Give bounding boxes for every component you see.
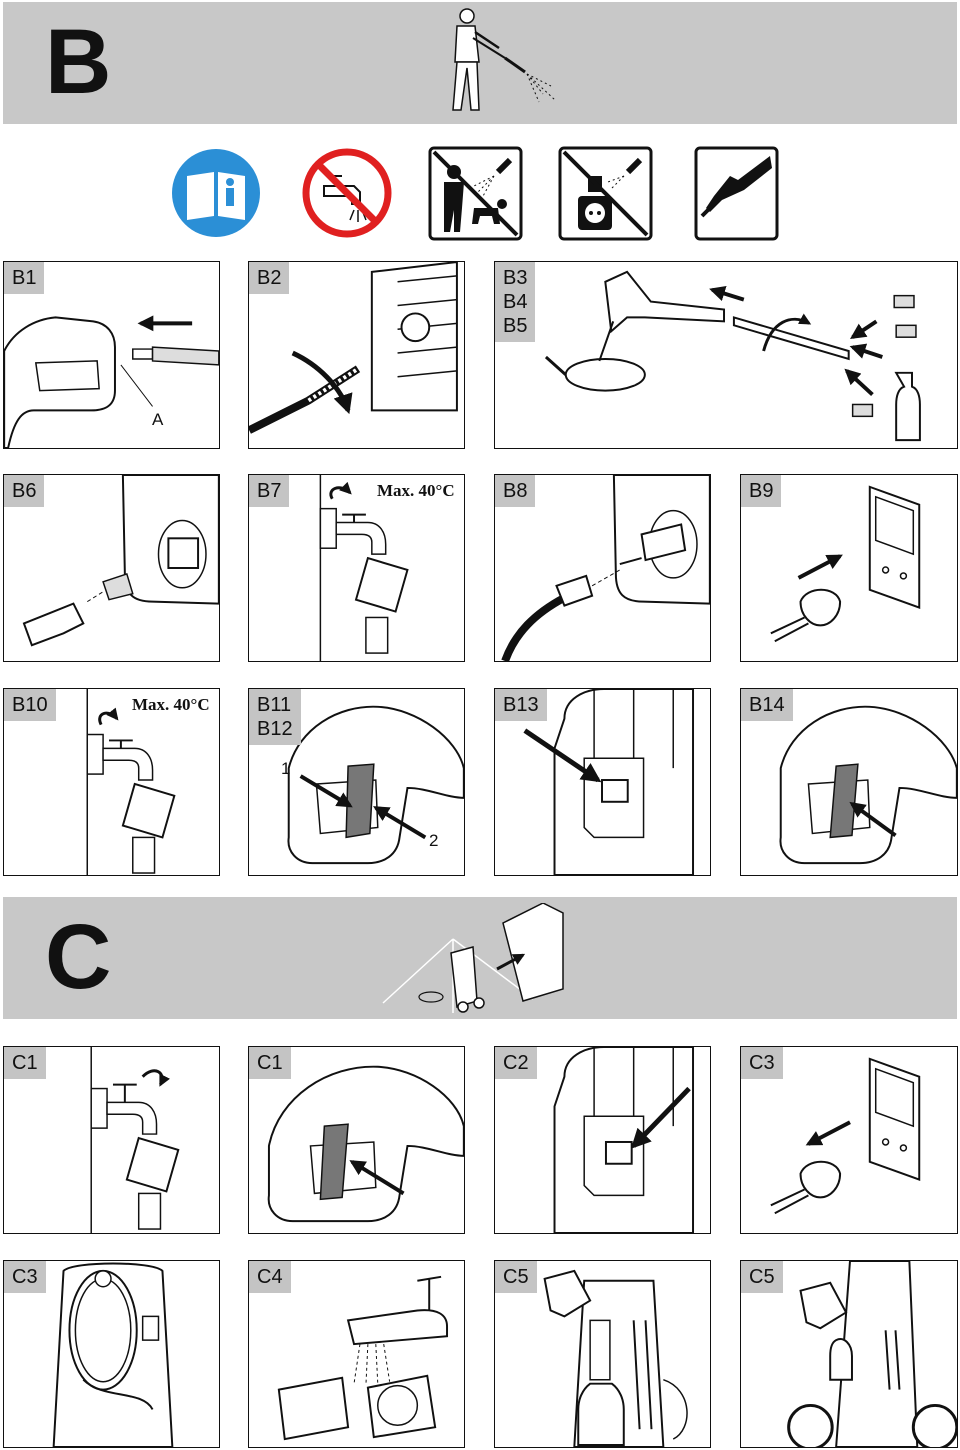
panel-b9: B9 [740,474,958,662]
no-spray-at-electrical-icon [558,146,653,241]
b8-label: B8 [495,475,535,507]
panel-c1-gun: C1 [248,1046,465,1234]
no-spray-at-people-animals-icon [428,146,523,241]
section-b-letter: B [45,12,111,112]
b10-label: B10 [4,689,56,721]
panel-b3-b5: B3 B4 B5 [494,261,958,449]
panel-b6: B6 [3,474,220,662]
b9-label: B9 [741,475,781,507]
panel-b2: B2 [248,261,465,449]
panel-b11-b12: B11 B12 1 2 [248,688,465,876]
panel-c3-plug: C3 [740,1046,958,1234]
c3-plug-label: C3 [741,1047,783,1079]
b6-label: B6 [4,475,44,507]
b11-callout-1: 1 [281,759,290,779]
b7-max-temp-note: Max. 40°C [377,481,455,501]
section-b-band: B [3,2,957,124]
panel-c5-front: C5 [740,1260,958,1448]
c1-gun-label: C1 [249,1047,291,1079]
c5-front-label: C5 [741,1261,783,1293]
panel-c5-side: C5 [494,1260,711,1448]
b12-label: B12 [257,717,293,741]
wear-protective-gear-icon [694,146,779,241]
machine-storage-illustration [373,903,583,1015]
panel-b8: B8 [494,474,711,662]
c2-label: C2 [495,1047,537,1079]
panel-c1-tap: C1 [3,1046,220,1234]
b11-label: B11 [257,693,293,717]
panel-b1: B1 A [3,261,220,449]
panel-b7: B7 Max. 40°C [248,474,465,662]
read-manual-icon [171,148,261,238]
panel-b10: B10 Max. 40°C [3,688,220,876]
b3-b5-illustration [495,262,957,448]
operator-spraying-illustration [413,2,563,124]
c1-tap-label: C1 [4,1047,46,1079]
panel-c2: C2 [494,1046,711,1234]
section-c-band: C [3,897,957,1019]
b3-b5-label: B3 B4 B5 [495,262,535,342]
panel-c3-storage: C3 [3,1260,220,1448]
b2-label: B2 [249,262,289,294]
b10-max-temp-note: Max. 40°C [132,695,210,715]
b1-callout-a: A [152,410,163,430]
b11-b12-label: B11 B12 [249,689,301,745]
b1-label: B1 [4,262,44,294]
b7-label: B7 [249,475,289,507]
c5-side-label: C5 [495,1261,537,1293]
panel-b14: B14 [740,688,958,876]
b4-label: B4 [503,290,527,314]
panel-c4: C4 [248,1260,465,1448]
b11-callout-2: 2 [429,831,438,851]
no-drinking-water-icon [302,148,392,238]
b14-label: B14 [741,689,793,721]
section-c-letter: C [45,907,111,1007]
b5-label: B5 [503,314,527,338]
panel-b13: B13 [494,688,711,876]
b3-label: B3 [503,266,527,290]
b13-label: B13 [495,689,547,721]
c3-storage-label: C3 [4,1261,46,1293]
c4-label: C4 [249,1261,291,1293]
